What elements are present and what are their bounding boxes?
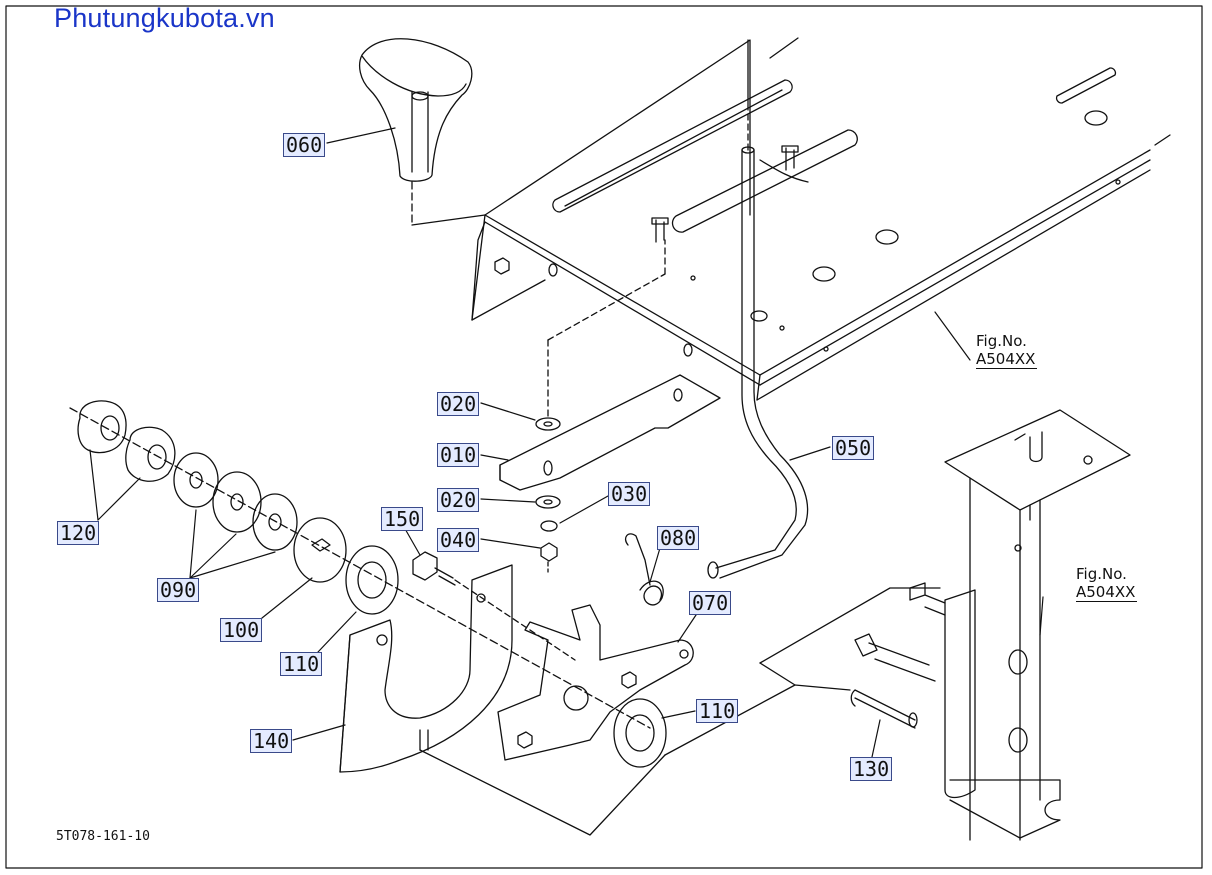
part-label-020-upper[interactable]: 020	[437, 392, 480, 416]
plate-140	[339, 564, 513, 773]
part-label-010[interactable]: 010	[437, 443, 480, 467]
fig-ref-upper-line2: A504XX	[976, 350, 1038, 369]
part-label-060[interactable]: 060	[283, 133, 326, 157]
part-label-080[interactable]: 080	[657, 526, 700, 550]
spring-080	[624, 533, 664, 606]
part-label-130[interactable]: 130	[850, 757, 893, 781]
fig-ref-upper-line1: Fig.No.	[976, 332, 1027, 350]
bracket-070	[497, 604, 694, 761]
diagram-code: 5T078-161-10	[56, 829, 150, 844]
part-label-120[interactable]: 120	[57, 521, 100, 545]
site-title[interactable]: Phutungkubota.vn	[54, 3, 275, 33]
part-label-140[interactable]: 140	[250, 729, 293, 753]
frame-panel	[471, 37, 1171, 401]
part-label-090[interactable]: 090	[157, 578, 200, 602]
part-label-150[interactable]: 150	[381, 507, 424, 531]
plate-010	[499, 239, 721, 573]
hardware-stack	[69, 400, 667, 768]
part-label-040[interactable]: 040	[437, 528, 480, 552]
rod-050	[707, 39, 809, 579]
part-label-020-lower[interactable]: 020	[437, 488, 480, 512]
leader-lines	[89, 127, 1044, 758]
part-label-030[interactable]: 030	[608, 482, 651, 506]
fig-ref-lower[interactable]: Fig.No. A504XX	[1076, 565, 1138, 602]
right-frame	[419, 409, 1131, 841]
part-label-050[interactable]: 050	[832, 436, 875, 460]
diagram-border	[5, 5, 1203, 869]
part-label-070[interactable]: 070	[689, 591, 732, 615]
fig-ref-lower-line2: A504XX	[1076, 583, 1138, 602]
fig-ref-lower-line1: Fig.No.	[1076, 565, 1127, 583]
part-label-100[interactable]: 100	[220, 618, 263, 642]
part-label-110-left[interactable]: 110	[280, 652, 323, 676]
bolt-150	[412, 551, 576, 661]
knob-060	[359, 38, 486, 226]
fig-ref-upper[interactable]: Fig.No. A504XX	[976, 332, 1038, 369]
part-label-110-right[interactable]: 110	[696, 699, 739, 723]
